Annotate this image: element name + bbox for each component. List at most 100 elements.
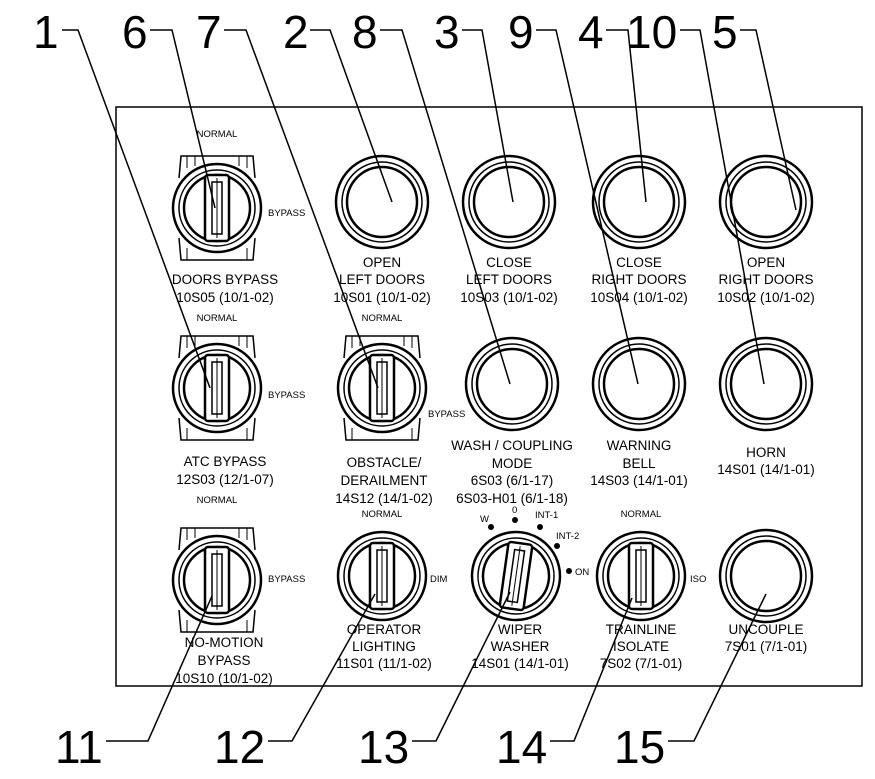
button-name-line2: RIGHT DOORS <box>718 272 813 287</box>
button-code: 6S03 (6/1-17) <box>471 473 554 488</box>
switch-name-line1: DOORS BYPASS <box>172 272 278 287</box>
leader-line-5 <box>740 29 797 211</box>
position-bypass-label: BYPASS <box>268 574 305 585</box>
button-name-line1: OPEN <box>747 255 785 270</box>
leader-line-6 <box>150 29 216 209</box>
switch-name-line2: WASHER <box>491 639 550 654</box>
switch-code: 12S03 (12/1-07) <box>176 472 274 487</box>
switch-name-line1: ATC BYPASS <box>184 454 267 469</box>
callout-4: 4 <box>578 6 604 58</box>
position-normal-label: NORMAL <box>621 509 662 520</box>
callout-9: 9 <box>508 6 534 58</box>
position-dim-label: DIM <box>430 574 448 585</box>
leader-lines-bottom <box>106 591 767 742</box>
button-code: 14S01 (14/1-01) <box>717 462 815 477</box>
position-normal-label: NORMAL <box>362 313 403 324</box>
leader-line-8 <box>380 29 511 385</box>
leader-line-13 <box>412 591 511 742</box>
button-name-line1: CLOSE <box>616 255 662 270</box>
callout-14: 14 <box>496 721 547 773</box>
leader-line-10 <box>680 29 765 385</box>
callout-15: 15 <box>614 721 665 773</box>
switch-code: 14S01 (14/1-01) <box>471 656 569 671</box>
position-on-label: ON <box>575 567 589 578</box>
switch-code: 7S02 (7/1-01) <box>600 656 683 671</box>
callout-13: 13 <box>358 721 409 773</box>
switch-name-line2: DERAILMENT <box>340 473 427 488</box>
position-normal-label: NORMAL <box>362 509 403 520</box>
position-iso-label: ISO <box>690 574 706 585</box>
leader-line-2 <box>310 29 393 203</box>
callout-10: 10 <box>626 6 677 58</box>
button-name-line1: WASH / COUPLING <box>451 438 573 453</box>
switch-name-line1: NO-MOTION <box>185 635 264 650</box>
uncouple-button[interactable]: UNCOUPLE 7S01 (7/1-01) <box>718 528 814 654</box>
leader-line-4 <box>606 29 647 203</box>
position-bypass-label: BYPASS <box>428 409 465 420</box>
switch-name-line2: ISOLATE <box>613 639 669 654</box>
button-code: 14S03 (14/1-01) <box>590 473 688 488</box>
button-code-secondary: 6S03-H01 (6/1-18) <box>456 491 568 506</box>
button-name-line1: OPEN <box>363 255 401 270</box>
callout-12: 12 <box>214 721 265 773</box>
leader-line-1 <box>62 29 211 389</box>
button-code: 10S02 (10/1-02) <box>717 290 815 305</box>
obstacle-derailment-switch[interactable]: NORMAL BYPASS OBSTACLE/ DERAILMENT 14S12… <box>335 313 465 506</box>
wiper-washer-switch[interactable]: W 0 INT-1 INT-2 ON WIPER WASHER 14S01 (1… <box>465 505 589 671</box>
leader-line-7 <box>224 29 379 389</box>
doors-bypass-switch[interactable]: NORMAL BYPASS DOORS BYPASS 10S05 (10/1-0… <box>171 129 305 305</box>
position-w-label: W <box>480 514 489 525</box>
open-right-doors-button[interactable]: OPEN RIGHT DOORS 10S02 (10/1-02) <box>717 154 815 305</box>
button-name-line1: HORN <box>746 445 786 460</box>
no-motion-bypass-switch[interactable]: NORMAL BYPASS NO-MOTION BYPASS 10S10 (10… <box>171 495 305 686</box>
close-right-doors-button[interactable]: CLOSE RIGHT DOORS 10S04 (10/1-02) <box>590 154 688 305</box>
leader-line-15 <box>668 593 767 742</box>
leader-line-11 <box>106 595 213 742</box>
callout-11: 11 <box>55 721 103 773</box>
button-name-line1: WARNING <box>607 438 672 453</box>
button-code: 10S03 (10/1-02) <box>460 290 558 305</box>
switch-name-line1: WIPER <box>498 622 543 637</box>
position-int2-label: INT-2 <box>556 531 579 542</box>
position-bypass-label: BYPASS <box>268 208 305 219</box>
button-name-line1: CLOSE <box>486 255 532 270</box>
callout-8: 8 <box>352 6 378 58</box>
trainline-isolate-switch[interactable]: NORMAL ISO TRAINLINE ISOLATE 7S02 (7/1-0… <box>595 509 706 671</box>
operator-lighting-switch[interactable]: NORMAL DIM OPERATOR LIGHTING 11S01 (11/1… <box>336 509 447 671</box>
position-normal-label: NORMAL <box>197 495 238 506</box>
wash-coupling-mode-button[interactable]: WASH / COUPLING MODE 6S03 (6/1-17) 6S03-… <box>451 336 573 506</box>
warning-bell-button[interactable]: WARNING BELL 14S03 (14/1-01) <box>590 336 688 488</box>
button-name-line1: UNCOUPLE <box>728 622 803 637</box>
leader-lines-top <box>62 29 797 389</box>
switch-code: 10S10 (10/1-02) <box>175 671 273 686</box>
button-code: 10S01 (10/1-02) <box>333 290 431 305</box>
switch-code: 11S01 (11/1-02) <box>336 656 432 671</box>
button-name-line2: BELL <box>622 456 656 471</box>
callout-7: 7 <box>196 6 222 58</box>
button-code: 10S04 (10/1-02) <box>590 290 688 305</box>
atc-bypass-switch[interactable]: NORMAL BYPASS ATC BYPASS 12S03 (12/1-07) <box>171 313 305 487</box>
open-left-doors-button[interactable]: OPEN LEFT DOORS 10S01 (10/1-02) <box>333 154 431 305</box>
position-0-label: 0 <box>512 505 517 516</box>
position-int1-label: INT-1 <box>535 510 558 521</box>
leader-line-9 <box>536 29 639 385</box>
leader-line-12 <box>268 593 376 742</box>
button-name-line2: MODE <box>492 456 533 471</box>
position-normal-label: NORMAL <box>197 313 238 324</box>
switch-name-line1: OPERATOR <box>347 622 422 637</box>
button-name-line2: RIGHT DOORS <box>591 272 686 287</box>
callout-5: 5 <box>712 6 738 58</box>
position-normal-label: NORMAL <box>197 129 238 140</box>
button-name-line2: LEFT DOORS <box>466 272 552 287</box>
button-name-line2: LEFT DOORS <box>339 272 425 287</box>
callout-3: 3 <box>434 6 460 58</box>
leader-line-14 <box>550 597 633 742</box>
horn-button[interactable]: HORN 14S01 (14/1-01) <box>717 336 815 477</box>
switch-name-line2: BYPASS <box>197 653 250 668</box>
position-bypass-label: BYPASS <box>268 390 305 401</box>
switch-name-line1: TRAINLINE <box>606 622 677 637</box>
callout-6: 6 <box>122 6 148 58</box>
switch-code: 14S12 (14/1-02) <box>335 491 433 506</box>
switch-name-line1: OBSTACLE/ <box>347 455 422 470</box>
